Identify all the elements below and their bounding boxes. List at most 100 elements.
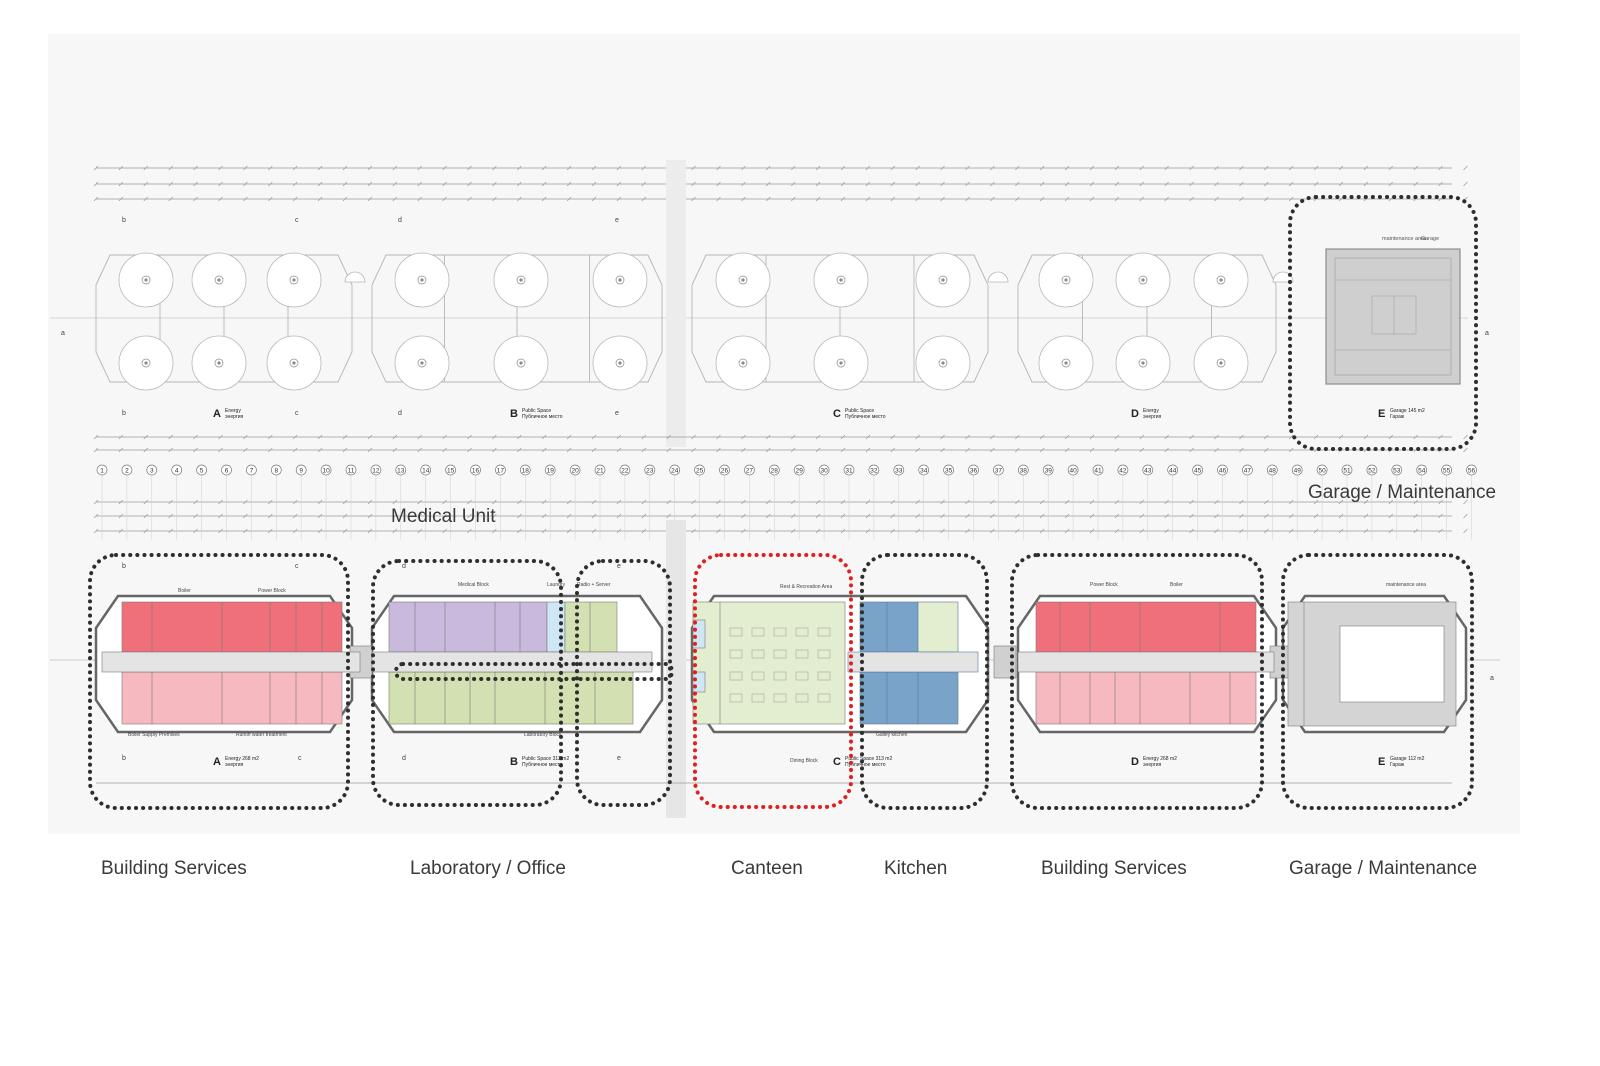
roof-module-outline <box>371 254 663 383</box>
dimension-tick <box>566 447 572 453</box>
canteen-table <box>817 627 831 637</box>
axis-number: 26 <box>721 468 729 475</box>
dimension-tick <box>317 447 323 453</box>
section-mark: e <box>617 755 621 762</box>
dimension-tick <box>815 434 821 440</box>
dimension-tick <box>865 499 871 505</box>
axis-bubble <box>744 464 755 476</box>
axis-bubble <box>868 464 880 476</box>
dimension-tick <box>1139 165 1145 171</box>
dimension-tick <box>268 165 273 171</box>
dimension-tick <box>1413 434 1418 440</box>
plan-module-letter: E <box>1378 756 1385 768</box>
dimension-tick <box>716 165 721 171</box>
roof-dome <box>344 271 366 283</box>
dimension-tick <box>1264 447 1269 453</box>
dimension-tick <box>143 499 149 505</box>
caption-canteen: Canteen <box>731 858 803 879</box>
dimension-tick <box>118 196 124 202</box>
dimension-tick <box>1288 528 1294 534</box>
dimension-tick <box>716 447 721 453</box>
axis-bubble <box>768 464 780 476</box>
axis-number: 29 <box>796 468 804 475</box>
dimension-tick <box>417 196 422 202</box>
axis-number: 50 <box>1318 468 1326 475</box>
garage-roof-detail <box>1335 279 1451 351</box>
dimension-tick <box>1463 447 1468 453</box>
dimension-tick <box>716 196 721 202</box>
dimension-tick <box>591 434 597 440</box>
axis-bubble <box>719 464 730 476</box>
dimension-tick <box>292 499 298 505</box>
dimension-tick <box>1114 499 1120 505</box>
dimension-tick <box>442 181 447 187</box>
axis-number: 34 <box>920 468 928 475</box>
dimension-tick <box>1189 447 1194 453</box>
dimension-tick <box>1313 434 1319 440</box>
dimension-tick <box>1139 528 1145 534</box>
axis-bubble <box>395 464 407 476</box>
dimension-tick <box>1313 181 1319 187</box>
boiler-supply-room <box>121 671 343 725</box>
dimension-tick <box>417 165 422 171</box>
dimension-tick <box>1239 447 1244 453</box>
roof-disc-center <box>217 278 221 282</box>
dimension-tick <box>93 434 99 440</box>
roof-module-letter: C <box>833 408 841 420</box>
dimension-tick <box>591 447 597 453</box>
dimension-tick <box>1463 499 1468 505</box>
dimension-tick <box>741 447 746 453</box>
dimension-tick <box>691 499 696 505</box>
dimension-tick <box>815 528 821 534</box>
dimension-tick <box>940 499 945 505</box>
roof-disc-hub <box>1061 358 1071 368</box>
dimension-tick <box>292 196 298 202</box>
dimension-tick <box>1039 181 1045 187</box>
dimension-tick <box>790 528 796 534</box>
section-mark: c <box>295 217 299 224</box>
dimension-tick <box>467 181 472 187</box>
dimension-tick <box>1164 434 1169 440</box>
dimension-tick <box>716 528 721 534</box>
axis-bubble <box>594 464 606 476</box>
dimension-tick <box>790 447 796 453</box>
caption-building-services: Building Services <box>1041 858 1187 879</box>
axis-bubble <box>694 464 705 476</box>
dimension-tick <box>342 447 348 453</box>
plan-module-label-ru: Публичное место <box>845 762 886 768</box>
dimension-tick <box>517 513 522 519</box>
dimension-tick <box>93 499 99 505</box>
dimension-tick <box>193 528 198 534</box>
axis-bubble <box>196 464 207 476</box>
dimension-tick <box>342 434 348 440</box>
dimension-tick <box>566 196 572 202</box>
dimension-tick <box>1164 499 1169 505</box>
dimension-tick <box>965 181 970 187</box>
dimension-tick <box>367 528 373 534</box>
dimension-tick <box>840 434 846 440</box>
axis-bubble <box>221 464 232 476</box>
dimension-tick <box>940 513 945 519</box>
dimension-tick <box>93 196 99 202</box>
section-mark: b <box>122 410 126 417</box>
dimension-tick <box>766 434 771 440</box>
canteen-table <box>751 649 765 659</box>
dimension-tick <box>1388 513 1394 519</box>
dimension-tick <box>541 196 547 202</box>
power-block-room <box>1035 601 1257 653</box>
axis-number: 2 <box>125 468 129 475</box>
building-services-outline <box>88 553 350 810</box>
dimension-tick <box>1338 181 1344 187</box>
medical-block-room <box>388 601 548 653</box>
dimension-tick <box>766 165 771 171</box>
dimension-tick <box>566 181 572 187</box>
dimension-tick <box>541 434 547 440</box>
roof-disc-hub <box>417 275 427 285</box>
plan-module-label: Garage 112 m2 <box>1390 756 1425 762</box>
dimension-tick <box>591 196 597 202</box>
dimension-tick <box>268 499 273 505</box>
axis-number: 1 <box>100 468 104 475</box>
dimension-tick <box>691 513 696 519</box>
boiler-label: Boiler <box>1170 582 1183 588</box>
